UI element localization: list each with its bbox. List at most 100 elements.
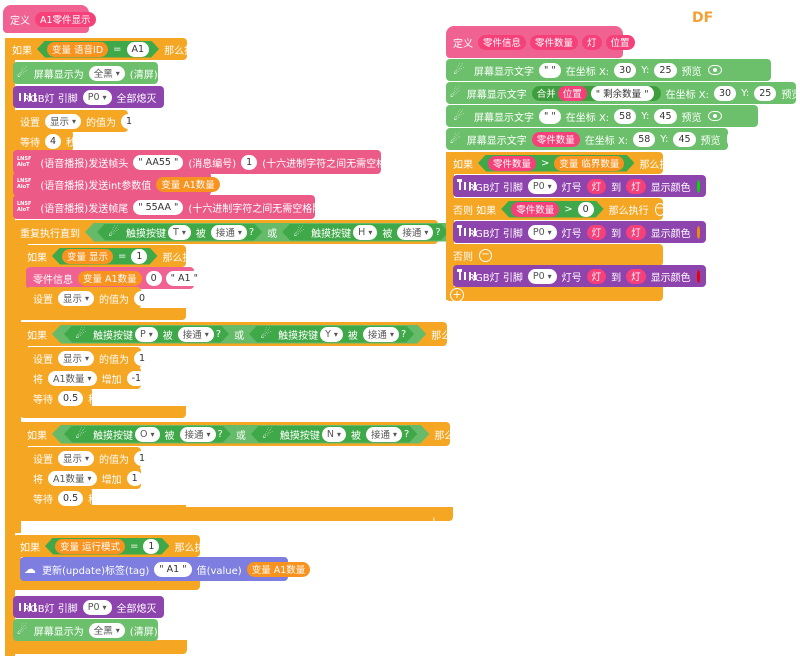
asr-num[interactable]: 1: [241, 154, 258, 170]
screen-clear-1[interactable]: ☄ 屏幕显示为 全黑 (清屏): [13, 62, 158, 84]
else-branch[interactable]: 否则 −: [446, 244, 663, 266]
preview-eye-icon[interactable]: [707, 111, 722, 121]
text-input[interactable]: " ": [539, 62, 561, 78]
var-display[interactable]: 变量 显示: [62, 249, 113, 264]
change-a1-plus1[interactable]: 将 A1数量 增加 1: [26, 467, 143, 489]
asr-tail-val[interactable]: " 55AA ": [133, 199, 184, 215]
set-val[interactable]: 1: [121, 113, 138, 129]
var-voice-id[interactable]: 变量 语音ID: [47, 42, 108, 57]
text-input[interactable]: " ": [539, 108, 561, 124]
join-block[interactable]: 合并位置" 剩余数量 ": [531, 85, 661, 101]
key-t-dropdown[interactable]: T: [168, 225, 191, 240]
touch-t-cond[interactable]: ☄触摸按键T被接通?: [97, 224, 262, 241]
remove-branch-icon[interactable]: −: [654, 202, 666, 216]
param-count-ref[interactable]: 零件数量: [488, 156, 536, 171]
tag-input[interactable]: " A1 ": [154, 561, 192, 577]
change-var-dropdown[interactable]: A1数量: [48, 470, 97, 486]
from-light[interactable]: 灯: [586, 268, 607, 284]
wait-val[interactable]: 4: [45, 133, 62, 149]
set-display-1[interactable]: 设置 显示 的值为 1: [13, 110, 138, 132]
from-light[interactable]: 灯: [586, 224, 607, 240]
rgb-pin-dropdown[interactable]: P0: [82, 599, 112, 615]
rgb-range-green[interactable]: RGB灯 引脚 P0 灯号 灯 到 灯 显示颜色: [453, 175, 706, 197]
set-var-dropdown[interactable]: 显示: [58, 350, 95, 366]
param-count-ref[interactable]: 零件数量: [511, 202, 559, 217]
screen-opt-dropdown[interactable]: 全黑: [88, 622, 125, 638]
x-input[interactable]: 30: [713, 85, 737, 101]
change-a1-minus1[interactable]: 将 A1数量 增加 -1: [26, 367, 147, 389]
color-swatch-green[interactable]: [696, 179, 700, 193]
rgb-pin-dropdown[interactable]: P0: [82, 89, 112, 105]
preview-eye-icon[interactable]: [707, 65, 722, 75]
screen-clear-2[interactable]: ☄ 屏幕显示为 全黑 (清屏): [13, 619, 158, 641]
preview-eye-icon[interactable]: [726, 134, 736, 144]
key-p-dropdown[interactable]: P: [135, 327, 158, 342]
screen-text-2[interactable]: ☄ 屏幕显示文字 合并位置" 剩余数量 " 在坐标 X: 30 Y: 25 预览: [446, 82, 800, 104]
wait-4s[interactable]: 等待 4 秒: [13, 130, 76, 152]
val-zero[interactable]: 0: [578, 202, 594, 217]
state-dropdown[interactable]: 接通: [211, 225, 247, 240]
x-input[interactable]: 30: [614, 62, 637, 78]
touch-n-cond[interactable]: ☄触摸按键N被接通?: [251, 426, 417, 443]
screen-text-3[interactable]: ☄ 屏幕显示文字 " " 在坐标 X: 58 Y: 45 预览: [446, 105, 758, 127]
color-swatch-orange[interactable]: [696, 225, 700, 239]
set-var-dropdown[interactable]: 显示: [45, 113, 82, 129]
state-dropdown[interactable]: 接通: [180, 427, 216, 442]
if-count-gt-threshold[interactable]: 如果 零件数量>变量 临界数量 那么执行: [446, 152, 679, 174]
color-swatch-red[interactable]: [696, 269, 700, 283]
y-input[interactable]: 25: [754, 85, 777, 101]
rgb-pin-dropdown[interactable]: P0: [527, 268, 557, 284]
param-position[interactable]: 位置: [605, 34, 635, 50]
arg-a1-str[interactable]: " A1 ": [165, 270, 203, 286]
join-a-position[interactable]: 位置: [557, 85, 587, 101]
param-count[interactable]: 零件数量: [530, 34, 579, 50]
call-part-info[interactable]: 零件信息 变量 A1数量 0 " A1 ": [26, 267, 203, 289]
touch-o-cond[interactable]: ☄触摸按键O被接通?: [64, 426, 231, 443]
set-var-dropdown[interactable]: 显示: [58, 290, 95, 306]
from-light[interactable]: 灯: [586, 178, 607, 194]
val-1[interactable]: 1: [131, 249, 147, 264]
touch-h-cond[interactable]: ☄触摸按键H被接通?: [282, 224, 449, 241]
repeat-until[interactable]: 重复执行直到 ☄触摸按键T被接通? 或 ☄触摸按键H被接通?: [13, 220, 438, 244]
x-input[interactable]: 58: [614, 108, 637, 124]
key-n-dropdown[interactable]: N: [322, 427, 346, 442]
change-val[interactable]: 1: [126, 470, 143, 486]
change-val[interactable]: -1: [126, 370, 147, 386]
set-display-1b[interactable]: 设置 显示 的值为 1: [26, 347, 151, 369]
set-var-dropdown[interactable]: 显示: [58, 450, 95, 466]
define-part-info[interactable]: 定义 零件信息 零件数量 灯 位置: [446, 26, 635, 58]
change-var-dropdown[interactable]: A1数量: [48, 370, 97, 386]
arg-zero[interactable]: 0: [145, 270, 162, 286]
rgb-range-red[interactable]: RGB灯 引脚 P0 灯号 灯 到 灯 显示颜色: [453, 265, 706, 287]
param-count-ref[interactable]: 零件数量: [531, 131, 580, 147]
var-run-mode[interactable]: 变量 运行模式: [55, 539, 125, 554]
y-input[interactable]: 45: [673, 131, 696, 147]
set-val[interactable]: 1: [134, 350, 151, 366]
join-b-remaining[interactable]: " 剩余数量 ": [590, 85, 654, 101]
wait-val[interactable]: 0.5: [58, 390, 84, 406]
to-light[interactable]: 灯: [626, 224, 646, 240]
elif-count-gt-0[interactable]: 否则 如果 零件数量>0 那么执行 −: [446, 198, 666, 220]
set-val[interactable]: 1: [134, 450, 151, 466]
wait-val[interactable]: 0.5: [58, 490, 84, 506]
state-dropdown[interactable]: 接通: [397, 225, 433, 240]
key-h-dropdown[interactable]: H: [353, 225, 377, 240]
y-input[interactable]: 25: [654, 62, 677, 78]
define-hat-a1[interactable]: 定义 A1零件显示: [3, 5, 96, 33]
add-branch-plus-icon[interactable]: +: [450, 288, 464, 302]
touch-y-cond[interactable]: ☄触摸按键Y被接通?: [249, 326, 414, 343]
remove-branch-icon[interactable]: −: [479, 248, 492, 262]
state-dropdown[interactable]: 接通: [363, 327, 399, 342]
set-val[interactable]: 0: [134, 290, 151, 306]
asr-header-val[interactable]: " AA55 ": [133, 154, 184, 170]
asr-int-val[interactable]: 变量 A1数量: [156, 176, 220, 192]
to-light[interactable]: 灯: [626, 178, 646, 194]
val-1[interactable]: 1: [143, 539, 159, 554]
rgb-off-1[interactable]: RGB灯 引脚 P0 全部熄灭: [13, 86, 164, 108]
set-display-0[interactable]: 设置 显示 的值为 0: [26, 287, 151, 309]
arg-a1-count[interactable]: 变量 A1数量: [78, 270, 142, 286]
y-input[interactable]: 45: [654, 108, 677, 124]
